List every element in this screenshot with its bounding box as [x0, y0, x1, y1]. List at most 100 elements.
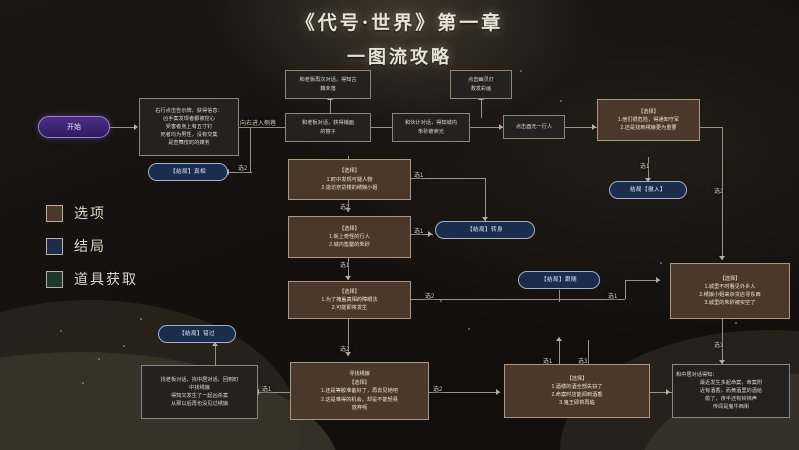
edge-label-choice1-a: 选1 — [414, 173, 424, 179]
arrow-icon — [556, 337, 562, 341]
edge-board-right — [239, 127, 297, 128]
node-header: 【选择】 — [339, 168, 360, 175]
arrow-icon — [212, 342, 218, 346]
edge-find-to-note — [258, 392, 290, 393]
node-choice-street-or-cinnabar[interactable]: 【选择】 1.街上奇怪的行人 2.城内售罄的朱砂 — [288, 216, 411, 258]
node-find-embroiderer-choice[interactable]: 寻找绣娘 【选择】 1.还是等胶准备好了，再去见她吧 2.这是难得的机会，却是不… — [290, 362, 429, 420]
node-choice-town-clues[interactable]: 【选择】 1.城里不时看见外乡人 2.绣娘小姐来杂货店寻东西 3.城里的朱砂被买… — [670, 263, 790, 319]
edge-choice-b-to-turn — [411, 234, 433, 235]
legend-label-item: 道具获取 — [74, 272, 138, 288]
node-line: 2.可能即将发生 — [331, 305, 368, 312]
node-line: 3.鬼王即将再临 — [559, 400, 595, 407]
edge-label-choice2-b: 选2 — [340, 205, 350, 211]
node-header: 寻找绣娘 — [349, 371, 370, 378]
node-line: 1.酒楼的酒全部失窃了 — [551, 384, 603, 391]
arrow-icon — [345, 208, 351, 212]
legend-item-ending: 结局 — [46, 236, 138, 256]
node-click-passerby[interactable]: 点击酉无一行人 — [503, 115, 565, 139]
node-line: 右行点击告示牌，获得信息： — [155, 107, 223, 114]
legend-swatch-choice-icon — [46, 204, 63, 222]
node-line: 的簪子 — [320, 128, 336, 135]
node-line: 2.还是找到绣娘更为重要 — [620, 125, 677, 132]
node-line: 【结局】跟随 — [541, 276, 577, 283]
edge-label-choice1-c: 选1 — [340, 263, 350, 269]
edge-choice-a-to-turn-h — [411, 178, 485, 179]
node-line: 1.还是等胶准备好了，再去见她吧 — [321, 388, 398, 395]
node-talk-shopkeeper-again[interactable]: 和老板再次对话，得知古 籍未落 — [285, 70, 371, 99]
node-ending-follow[interactable]: 【结局】跟随 — [518, 271, 600, 289]
arrow-icon — [499, 124, 503, 130]
node-choice-suspicious-or-visit[interactable]: 【选择】 1.町中发现可疑人物 2.造访奈贷楼的绣娘小姐 — [288, 159, 411, 200]
node-start[interactable]: 开始 — [38, 116, 110, 138]
node-start-label: 开始 — [67, 124, 81, 131]
node-click-ghost-lantern[interactable]: 点击幽灵灯 救发彩画 — [450, 70, 512, 99]
node-line: 凶手案发现者都被挖心 — [163, 115, 215, 122]
node-line: 传闻是鬼牛西街 — [712, 404, 750, 411]
node-search-embroiderer-note[interactable]: 找老板对话、找中居对话、回到町 中找绣娘 得知又发生了一起凶杀案 从那以后再也没… — [141, 365, 258, 419]
node-line: 1.他们很危险，得通知守军 — [617, 117, 680, 124]
node-line: 【结局】真相 — [170, 168, 206, 175]
edge-tailor-to-empty — [470, 127, 503, 128]
edge-choice-to-retreat — [648, 157, 649, 182]
node-line: 1.街上奇怪的行人 — [329, 234, 370, 241]
node-line: 籍未落 — [320, 85, 336, 92]
node-line: 点击幽灵灯 — [468, 77, 494, 84]
node-ending-truth[interactable]: 【结局】真相 — [148, 163, 228, 181]
node-choice-warn-or-find[interactable]: 【选择】 1.他们很危险，得通知守军 2.还是找到绣娘更为重要 — [597, 99, 700, 141]
speck — [520, 70, 522, 72]
node-talk-shopkeeper[interactable]: 和老板对话，获得铺面 的簪子 — [285, 113, 371, 142]
node-line: 1.町中发现可疑人物 — [326, 176, 373, 183]
edge-choice-c-right — [411, 299, 625, 300]
speck — [60, 330, 62, 332]
node-talk-clerk[interactable]: 和伙计对话，得知城内 朱砂被卖光 — [392, 113, 470, 142]
edge-tailor-up — [481, 99, 482, 118]
node-ending-retreat[interactable]: 结局【撤入】 — [609, 181, 687, 199]
node-line: 近有酒香，而黄酒里的酒给 — [699, 387, 763, 394]
node-line: 最近发生多起命案，命案附 — [699, 379, 763, 386]
edge-label-choice2-right: 选2 — [714, 189, 724, 195]
speck — [123, 345, 125, 347]
arrow-icon — [428, 231, 432, 237]
speck — [468, 328, 470, 330]
node-ending-turn[interactable]: 【结局】转身 — [435, 221, 535, 239]
node-line: 放弃呢 — [351, 404, 368, 411]
edge-label-choice2-d: 选2 — [425, 294, 435, 300]
legend-item-item: 道具获取 — [46, 269, 138, 289]
legend: 选项 结局 道具获取 — [46, 203, 138, 302]
edge-empty-to-choice — [565, 127, 597, 128]
node-header: 【选择】 — [339, 288, 360, 295]
speck — [140, 318, 142, 320]
node-line: 结局【撤入】 — [630, 186, 666, 193]
edge-oldboard-up — [330, 99, 331, 118]
legend-label-choice: 选项 — [74, 206, 106, 222]
edge-label-choice1-retreat: 选1 — [640, 164, 650, 170]
edge-label-choice2-a: 选2 — [238, 166, 248, 172]
node-notice-board[interactable]: 右行点击告示牌，获得信息： 凶手案发现者都被挖心 受害者身上有五寸钉 死者均为男… — [139, 98, 239, 156]
arrow-icon — [345, 276, 351, 280]
node-choice-cover-or-happen[interactable]: 【选择】 1.为了掩盖真相的障眼法 2.可能即将发生 — [288, 281, 411, 319]
edge-label-choice1-b: 选1 — [414, 229, 424, 235]
edge-label-choice2-find: 选2 — [433, 387, 443, 393]
node-talk-nakai[interactable]: 和中居对话得知： 最近发生多起命案，命案附 近有酒香，而黄酒里的酒给 偷了，夜半… — [672, 364, 790, 418]
node-line: 【结局】错过 — [179, 330, 215, 337]
page-title-block: 《代号·世界》第一章 一图流攻略 — [0, 8, 799, 69]
edge-label-choice1-right: 选1 — [608, 294, 618, 300]
node-line: 得知又发生了一起凶杀案 — [170, 393, 229, 399]
node-header: 【选择】 — [349, 379, 370, 386]
node-ending-missed[interactable]: 【结局】错过 — [158, 325, 236, 343]
node-line: 受害者身上有五寸钉 — [165, 123, 213, 130]
node-line: 救发彩画 — [470, 85, 492, 92]
node-choice-wine-clues[interactable]: 【选择】 1.酒楼的酒全部失窃了 2.命案时店能闻到酒香 3.鬼王即将再临 — [504, 364, 650, 418]
arrow-icon — [345, 352, 351, 356]
arrow-icon — [719, 360, 725, 364]
legend-label-ending: 结局 — [74, 239, 106, 255]
edge-right2-to-zhongju — [722, 319, 723, 364]
title-glow — [190, 0, 610, 120]
edge-oldboard-to-tailor — [371, 127, 399, 128]
edge-choice-right2-h — [700, 127, 722, 128]
edge-choice-c-right-top — [625, 280, 660, 281]
arrow-icon — [719, 256, 725, 260]
edge-choice-a-to-b — [348, 200, 349, 212]
node-line: 3.城里的朱砂被买空了 — [704, 300, 756, 307]
